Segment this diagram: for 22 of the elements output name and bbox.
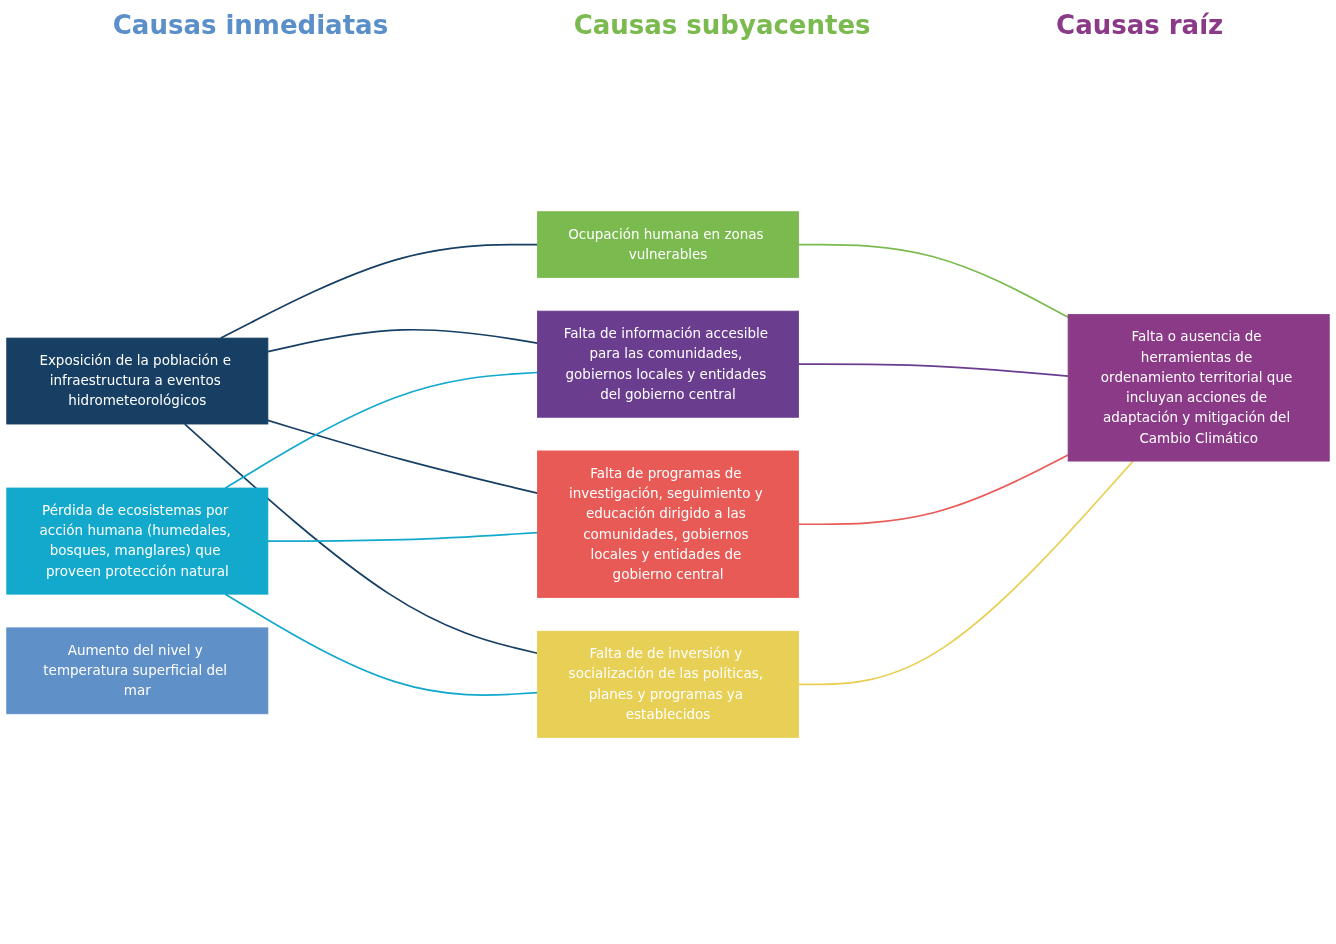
connector — [224, 372, 539, 490]
connector — [797, 460, 1134, 686]
node-box: Pérdida de ecosistemas por acción humana (humedales, bosques, manglares) que proveen protección natural — [6, 488, 269, 596]
column-heading: Causas subyacentes — [573, 10, 871, 40]
connector — [267, 329, 539, 353]
node-box: Aumento del nivel y temperatura superficial del mar — [6, 627, 269, 715]
connector — [797, 244, 1069, 319]
column-heading: Causas inmediatas — [112, 10, 389, 40]
node-box: Ocupación humana en zonas vulnerables — [537, 211, 799, 279]
node-box: Falta o ausencia de herramientas de ordenamiento territorial que incluyan acciones de adaptación y mitigación del Cambio Climático — [1067, 314, 1330, 462]
node-box: Exposición de la población e infraestructura a eventos hidrometeorológicos — [6, 338, 269, 425]
node-box: Falta de información accesible para las comunidades, gobiernos locales y entidades del gobierno central — [537, 311, 799, 419]
connector — [220, 244, 539, 340]
connector — [267, 532, 539, 543]
connector — [183, 423, 539, 655]
column-heading: Causas raíz — [1056, 10, 1224, 40]
connector — [797, 454, 1069, 526]
connector — [267, 420, 539, 495]
connector — [224, 593, 539, 697]
node-box: Falta de programas de investigación, seguimiento y educación dirigido a las comunidades, gobiernos locales y entidades de gobierno central — [537, 451, 799, 599]
node-box: Falta de de inversión y socialización de las políticas, planes y programas ya establecidos — [537, 631, 799, 739]
connector — [797, 363, 1069, 378]
